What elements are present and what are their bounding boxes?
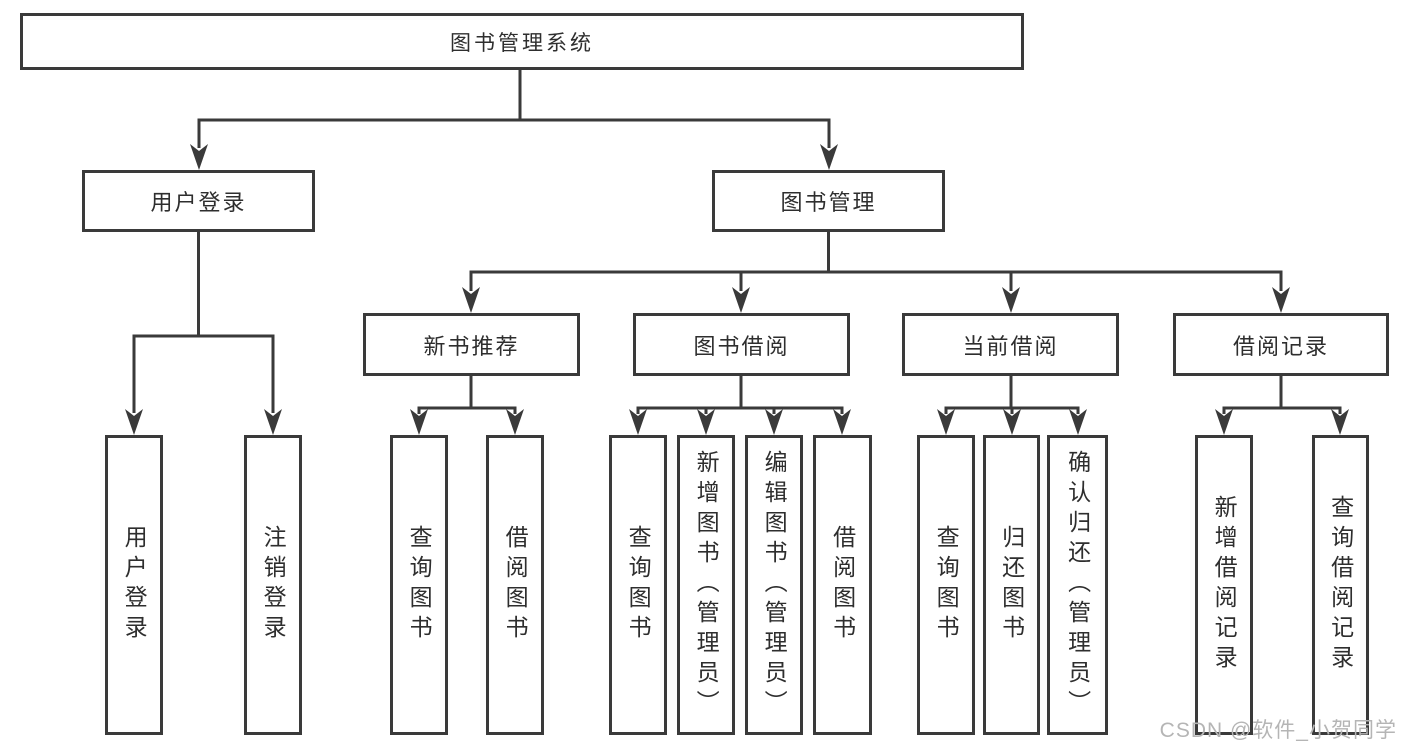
arrow-down-icon: [1002, 287, 1020, 313]
arrow-down-icon: [820, 144, 838, 170]
leaf-borrow-add-book-admin-label: 新增图书（管理员）: [693, 450, 720, 720]
node-book-borrow: 图书借阅: [633, 313, 850, 376]
leaf-borrow-borrow-book-label: 借阅图书: [829, 525, 856, 645]
node-book-management: 图书管理: [712, 170, 945, 232]
leaf-current-confirm-return-admin-label: 确认归还（管理员）: [1064, 450, 1091, 720]
arrowheads: [125, 144, 1349, 435]
arrow-down-icon: [1272, 287, 1290, 313]
leaf-borrow-borrow-book: 借阅图书: [813, 435, 872, 735]
arrow-down-icon: [937, 409, 955, 435]
leaf-record-add-borrow-record: 新增借阅记录: [1195, 435, 1253, 735]
leaf-record-query-borrow-record: 查询借阅记录: [1312, 435, 1369, 735]
arrow-down-icon: [765, 409, 783, 435]
arrow-down-icon: [462, 287, 480, 313]
leaf-recommend-borrow-book-label: 借阅图书: [502, 525, 529, 645]
leaf-borrow-edit-book-admin: 编辑图书（管理员）: [745, 435, 803, 735]
node-book-management-label: 图书管理: [780, 190, 877, 215]
arrow-down-icon: [125, 409, 143, 435]
leaf-record-add-borrow-record-label: 新增借阅记录: [1211, 495, 1238, 675]
arrow-down-icon: [833, 409, 851, 435]
leaf-user-login-label: 用户登录: [121, 525, 148, 645]
arrow-down-icon: [1069, 409, 1087, 435]
arrow-down-icon: [1215, 409, 1233, 435]
leaf-recommend-query-book-label: 查询图书: [406, 525, 433, 645]
arrow-down-icon: [1331, 409, 1349, 435]
node-root-label: 图书管理系统: [450, 31, 594, 55]
arrow-down-icon: [697, 409, 715, 435]
arrow-down-icon: [732, 287, 750, 313]
leaf-record-query-borrow-record-label: 查询借阅记录: [1327, 495, 1354, 675]
arrow-down-icon: [629, 409, 647, 435]
node-borrow-record-label: 借阅记录: [1232, 333, 1329, 359]
arrow-down-icon: [1003, 409, 1021, 435]
leaf-borrow-edit-book-admin-label: 编辑图书（管理员）: [761, 450, 788, 720]
node-book-borrow-label: 图书借阅: [693, 333, 790, 359]
node-new-book-recommend: 新书推荐: [363, 313, 580, 376]
arrow-down-icon: [190, 144, 208, 170]
csdn-watermark: CSDN @软件_小贺同学: [1159, 719, 1397, 742]
leaf-borrow-query-book: 查询图书: [609, 435, 667, 735]
leaf-current-return-book-label: 归还图书: [998, 525, 1025, 645]
leaf-recommend-borrow-book: 借阅图书: [486, 435, 544, 735]
arrow-down-icon: [410, 409, 428, 435]
leaf-logout-login-label: 注销登录: [260, 525, 287, 645]
leaf-current-return-book: 归还图书: [983, 435, 1040, 735]
leaf-user-login: 用户登录: [105, 435, 163, 735]
node-borrow-record: 借阅记录: [1173, 313, 1389, 376]
node-current-borrow-label: 当前借阅: [962, 333, 1059, 359]
arrow-down-icon: [506, 409, 524, 435]
node-user-login-label: 用户登录: [150, 190, 247, 215]
node-user-login: 用户登录: [82, 170, 315, 232]
leaf-current-confirm-return-admin: 确认归还（管理员）: [1047, 435, 1108, 735]
node-new-book-recommend-label: 新书推荐: [423, 333, 520, 359]
leaf-recommend-query-book: 查询图书: [390, 435, 448, 735]
leaf-borrow-add-book-admin: 新增图书（管理员）: [677, 435, 735, 735]
node-current-borrow: 当前借阅: [902, 313, 1119, 376]
leaf-borrow-query-book-label: 查询图书: [625, 525, 652, 645]
leaf-logout-login: 注销登录: [244, 435, 302, 735]
tree-edges: [132, 69, 1342, 414]
leaf-current-query-book-label: 查询图书: [933, 525, 960, 645]
arrow-down-icon: [264, 409, 282, 435]
node-root: 图书管理系统: [20, 13, 1024, 70]
leaf-current-query-book: 查询图书: [917, 435, 975, 735]
